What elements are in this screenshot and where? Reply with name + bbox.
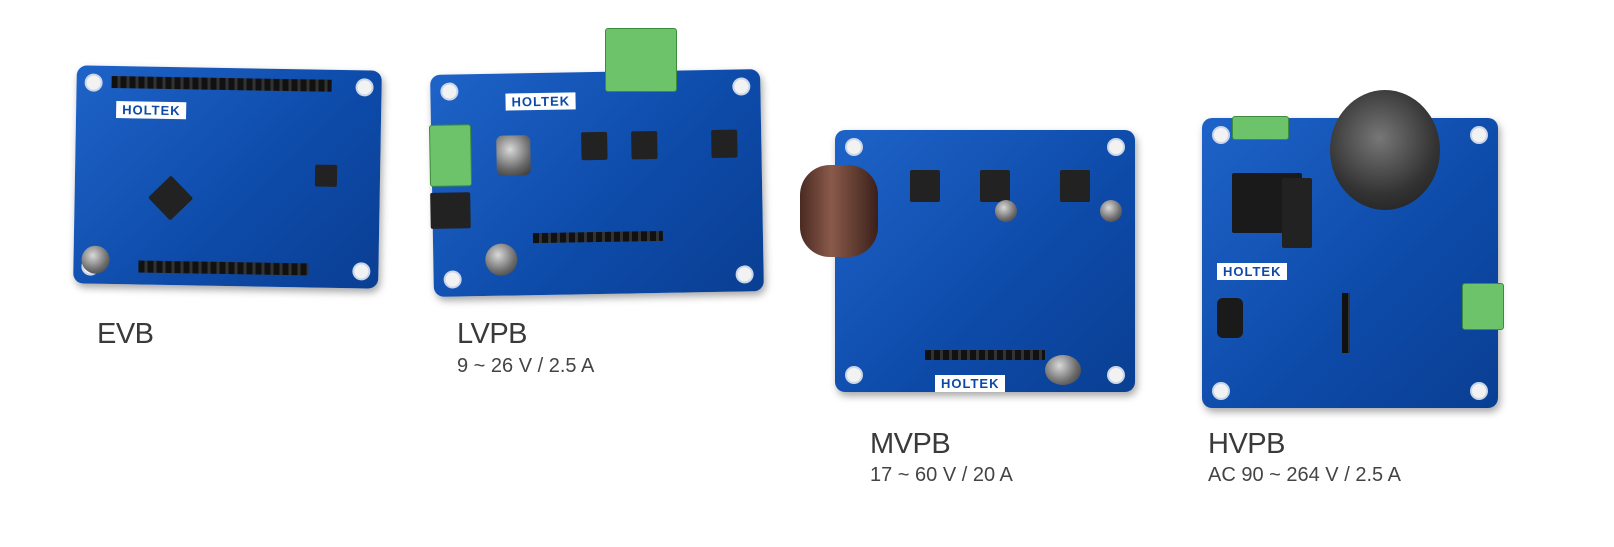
hvpb-spec: AC 90 ~ 264 V / 2.5 A (1208, 464, 1401, 486)
holtek-logo: HOLTEK (1217, 263, 1288, 280)
hvpb-capacitor (1330, 90, 1440, 210)
lvpb-board-image: HOLTEK (428, 69, 764, 297)
lvpb-title: LVPB (457, 318, 528, 350)
lvpb-terminal-block (605, 28, 677, 92)
holtek-logo: HOLTEK (935, 375, 1006, 392)
mvpb-spec: 17 ~ 60 V / 20 A (870, 464, 1013, 486)
evb-board-image: HOLTEK (73, 65, 382, 289)
holtek-logo: HOLTEK (116, 101, 187, 120)
mvpb-board-image: HOLTEK (835, 130, 1135, 392)
evb-title: EVB (97, 318, 154, 350)
mvpb-capacitor (800, 165, 878, 257)
hvpb-terminal-block (1232, 116, 1289, 140)
mvpb-title: MVPB (870, 428, 951, 460)
hvpb-title: HVPB (1208, 428, 1285, 460)
lvpb-spec: 9 ~ 26 V / 2.5 A (457, 355, 595, 377)
holtek-logo: HOLTEK (505, 92, 577, 111)
